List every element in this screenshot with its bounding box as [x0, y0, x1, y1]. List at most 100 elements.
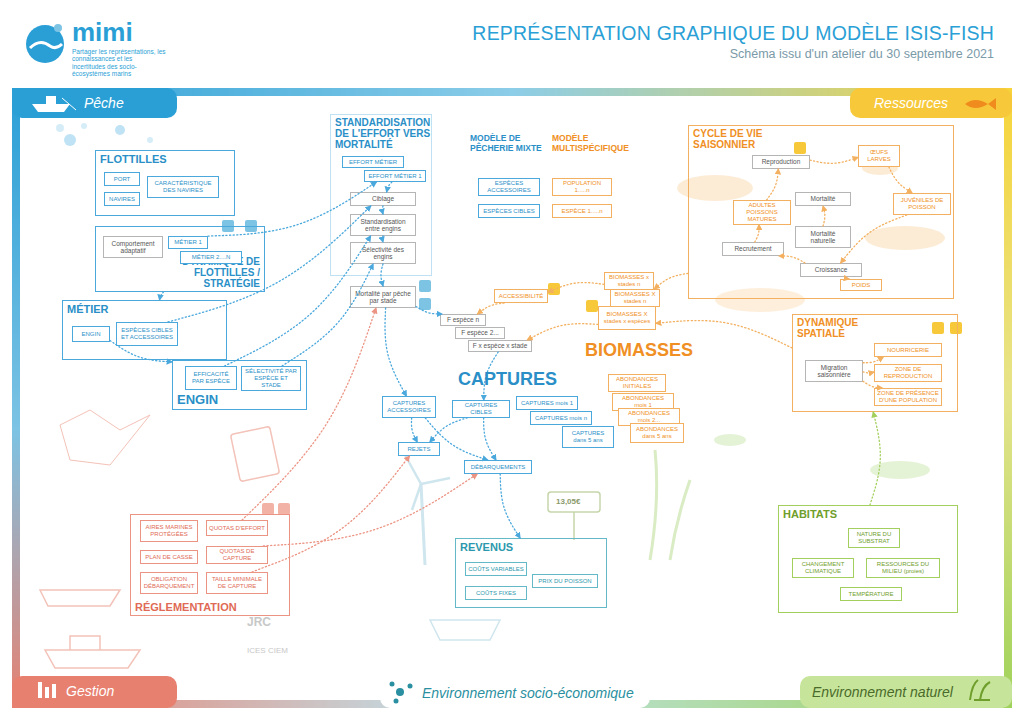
network-icon	[390, 682, 395, 687]
bubble	[56, 124, 64, 132]
group-box: HABITATSNATURE DU SUBSTRATCHANGEMENT CLI…	[778, 505, 958, 613]
dotted-arrow	[810, 157, 858, 163]
dotted-arrow	[382, 236, 384, 242]
dotted-arrow	[224, 236, 370, 366]
box-text: ESPÈCES ACCESSOIRES	[481, 180, 537, 194]
box-text: ESPÈCES CIBLES ET ACCESSOIRES	[119, 327, 175, 341]
box-text: NOURRICERIE	[887, 347, 929, 354]
fish-icon	[965, 98, 996, 110]
box-text: MÉTIER 1	[174, 239, 202, 246]
boat-net-line	[62, 98, 76, 110]
model-box: F espèce n	[440, 314, 486, 326]
box-text: POPULATION 1.....n	[555, 180, 609, 194]
bubble	[115, 125, 125, 135]
logo-bubble	[54, 24, 62, 32]
section-label: JRC	[247, 616, 287, 630]
box-text: ADULTES POISSONS MATURES	[736, 202, 788, 223]
shark-silhouette	[870, 461, 930, 479]
dotted-arrow	[430, 418, 467, 442]
box-text: PORT	[114, 176, 131, 183]
model-box: QUOTAS D'EFFORT	[206, 520, 268, 536]
group-heading: DYNAMIQUE SPATIALE	[797, 317, 877, 339]
model-box: RESSOURCES DU MILIEU (proies)	[866, 558, 940, 578]
dotted-arrow	[382, 206, 384, 214]
box-text: Comportement adaptatif	[106, 240, 160, 255]
box-text: ENGIN	[81, 331, 100, 338]
box-text: Migration saisonnière	[808, 364, 860, 379]
model-box: Ciblage	[350, 192, 416, 206]
logo-text: mimi	[72, 18, 162, 48]
dotted-arrow	[478, 303, 505, 314]
box-text: Mortalité par pêche par stade	[353, 290, 413, 305]
box-text: PRIX DU POISSON	[538, 578, 591, 585]
model-box: Mortalité par pêche par stade	[350, 286, 416, 308]
group-heading: MÉTIER	[67, 303, 187, 315]
group-box: STANDARDISATION DE L'EFFORT VERS MORTALI…	[330, 114, 432, 276]
bar-icon	[45, 687, 49, 698]
page-caption: Schéma issu d'un atelier du 30 septembre…	[730, 47, 994, 61]
socio-tab	[380, 676, 650, 708]
port-drawing	[60, 410, 150, 465]
dotted-arrow	[110, 341, 172, 362]
model-box: BIOMASSES X stades n	[610, 289, 660, 307]
model-box: TEMPÉRATURE	[840, 587, 902, 601]
group-box: ENGINEFFICACITÉ PAR ESPÈCESÉLECTIVITÉ PA…	[172, 360, 307, 410]
zone-label: Gestion	[66, 683, 156, 699]
data-icon	[950, 322, 962, 334]
model-box: Recrutement	[722, 242, 784, 256]
box-text: Sélectivité des engins	[353, 246, 413, 261]
model-box: Standardisation entre engins	[350, 214, 416, 236]
model-box: Croissance	[800, 263, 862, 277]
box-text: TEMPÉRATURE	[849, 591, 894, 598]
box-text: CAPTURES ACCESSOIRES	[385, 400, 433, 414]
box-text: Reproduction	[762, 158, 801, 165]
dotted-arrow	[168, 206, 371, 322]
dotted-arrow	[767, 169, 779, 200]
dotted-arrow	[242, 308, 376, 520]
box-text: F espèce 2...	[461, 329, 499, 336]
zone-label: Ressources	[874, 95, 984, 111]
dotted-arrow	[845, 277, 849, 279]
group-box: CYCLE DE VIE SAISONNIERReproductionŒUFS …	[688, 125, 954, 299]
model-box: ACCESSIBILITÉ	[494, 289, 548, 303]
box-text: CHANGEMENT CLIMATIQUE	[795, 561, 851, 575]
peche-tab	[12, 88, 177, 118]
model-box: ABONDANCES dans 5 ans	[630, 423, 684, 443]
box-text: BIOMASSES x stades n	[607, 274, 651, 288]
model-box: MÉTIER 1	[168, 236, 208, 249]
dotted-arrow	[416, 306, 442, 314]
box-text: ZONE DE PRÉSENCE D'UNE POPULATION	[877, 390, 939, 404]
model-box: AIRES MARINES PROTÉGÉES	[140, 520, 198, 542]
zone-label: Environnement naturel	[812, 684, 972, 700]
group-box: RÉGLEMENTATION AIRES MARINES PROTÉGÉES PLA…	[130, 514, 290, 616]
box-text: ABONDANCES dans 5 ans	[633, 426, 681, 440]
box-text: ZONE DE REPRODUCTION	[877, 366, 939, 380]
dotted-arrow	[823, 206, 825, 226]
box-text: REJETS	[407, 446, 430, 453]
box-text: MÉTIER 2....N	[192, 254, 231, 261]
box-text: NAVIRES	[109, 196, 135, 203]
sign-post	[573, 512, 575, 540]
box-text: DÉBARQUEMENTS	[471, 464, 526, 471]
fish-silhouette	[714, 434, 746, 446]
model-box: Mortalité	[795, 192, 851, 206]
dotted-arrow	[863, 357, 883, 363]
fish-silhouette	[715, 288, 805, 312]
box-text: CARACTÉRISTIQUE DES NAVIRES	[150, 180, 216, 194]
network-icon	[396, 688, 404, 696]
model-box: QUOTAS DE CAPTURE	[206, 546, 268, 564]
model-box: BIOMASSES x stades n	[604, 272, 654, 290]
box-text: PLAN DE CASSE	[145, 554, 193, 561]
model-box: POIDS	[840, 279, 882, 291]
model-box: JUVÉNILES DE POISSON	[893, 193, 951, 215]
logo-wave	[30, 42, 62, 48]
data-icon	[548, 283, 560, 295]
box-text: ABONDANCES mois 2...	[621, 410, 677, 424]
dotted-arrow	[425, 418, 487, 460]
section-label: 13,05€	[556, 497, 598, 506]
group-heading: RÉGLEMENTATION	[135, 601, 275, 613]
dotted-arrow	[841, 215, 907, 263]
box-text: Ciblage	[372, 195, 394, 202]
page-title: REPRÉSENTATION GRAPHIQUE DU MODÈLE ISIS-…	[472, 22, 994, 45]
